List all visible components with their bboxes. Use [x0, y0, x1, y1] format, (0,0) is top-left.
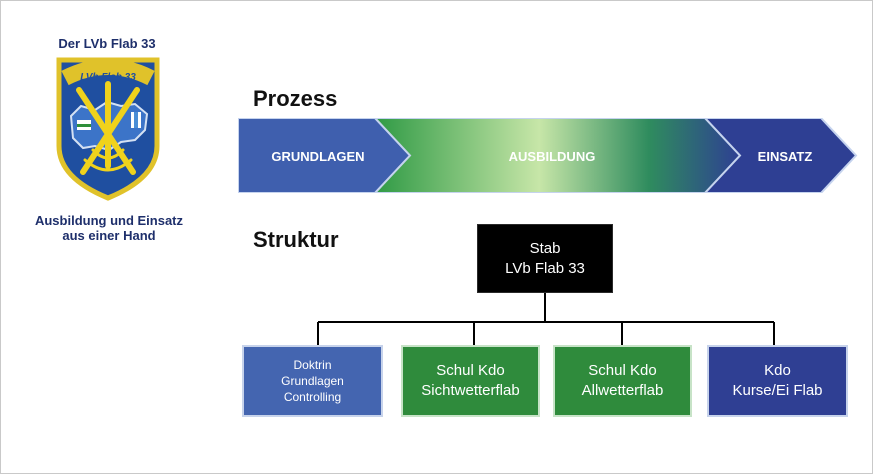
org-unit-kurse: Kdo Kurse/Ei Flab [707, 345, 848, 417]
unit-2-line-1: Schul Kdo [436, 362, 505, 379]
unit-1-line-3: Controlling [283, 390, 342, 404]
org-unit-sichtwetterflab: Schul Kdo Sichtwetterflab [401, 345, 540, 417]
tagline-line-1: Ausbildung und Einsatz [34, 213, 184, 228]
unit-1-line-2: Grundlagen [281, 374, 344, 388]
svg-text:LVb Flab 33: LVb Flab 33 [80, 72, 136, 83]
process-title: Prozess [253, 86, 338, 111]
stab-line-1: Stab [529, 239, 561, 257]
stab-line-2: LVb Flab 33 [505, 259, 585, 277]
tagline-line-2: aus einer Hand [62, 228, 156, 243]
structure-title: Struktur [253, 227, 339, 252]
stage-ausbildung: AUSBILDUNG [508, 149, 596, 164]
header-title: Der LVb Flab 33 [58, 36, 156, 51]
unit-4-line-1: Kdo [764, 362, 791, 379]
unit-badge-icon: LVb Flab 33 [56, 57, 160, 201]
badge-tagline: Ausbildung und Einsatz aus einer Hand [18, 213, 200, 243]
process-arrow-band [238, 118, 858, 193]
org-unit-allwetterflab: Schul Kdo Allwetterflab [553, 345, 692, 417]
unit-1-line-1: Doktrin [293, 358, 332, 372]
stage-grundlagen: GRUNDLAGEN [271, 149, 365, 164]
unit-2-line-2: Sichtwetterflab [421, 382, 520, 399]
stage-einsatz: EINSATZ [757, 149, 813, 164]
org-top-stab: Stab LVb Flab 33 [477, 224, 613, 293]
unit-3-line-1: Schul Kdo [588, 362, 657, 379]
org-unit-doktrin: Doktrin Grundlagen Controlling [242, 345, 383, 417]
unit-4-line-2: Kurse/Ei Flab [732, 382, 823, 399]
unit-3-line-2: Allwetterflab [581, 382, 664, 399]
